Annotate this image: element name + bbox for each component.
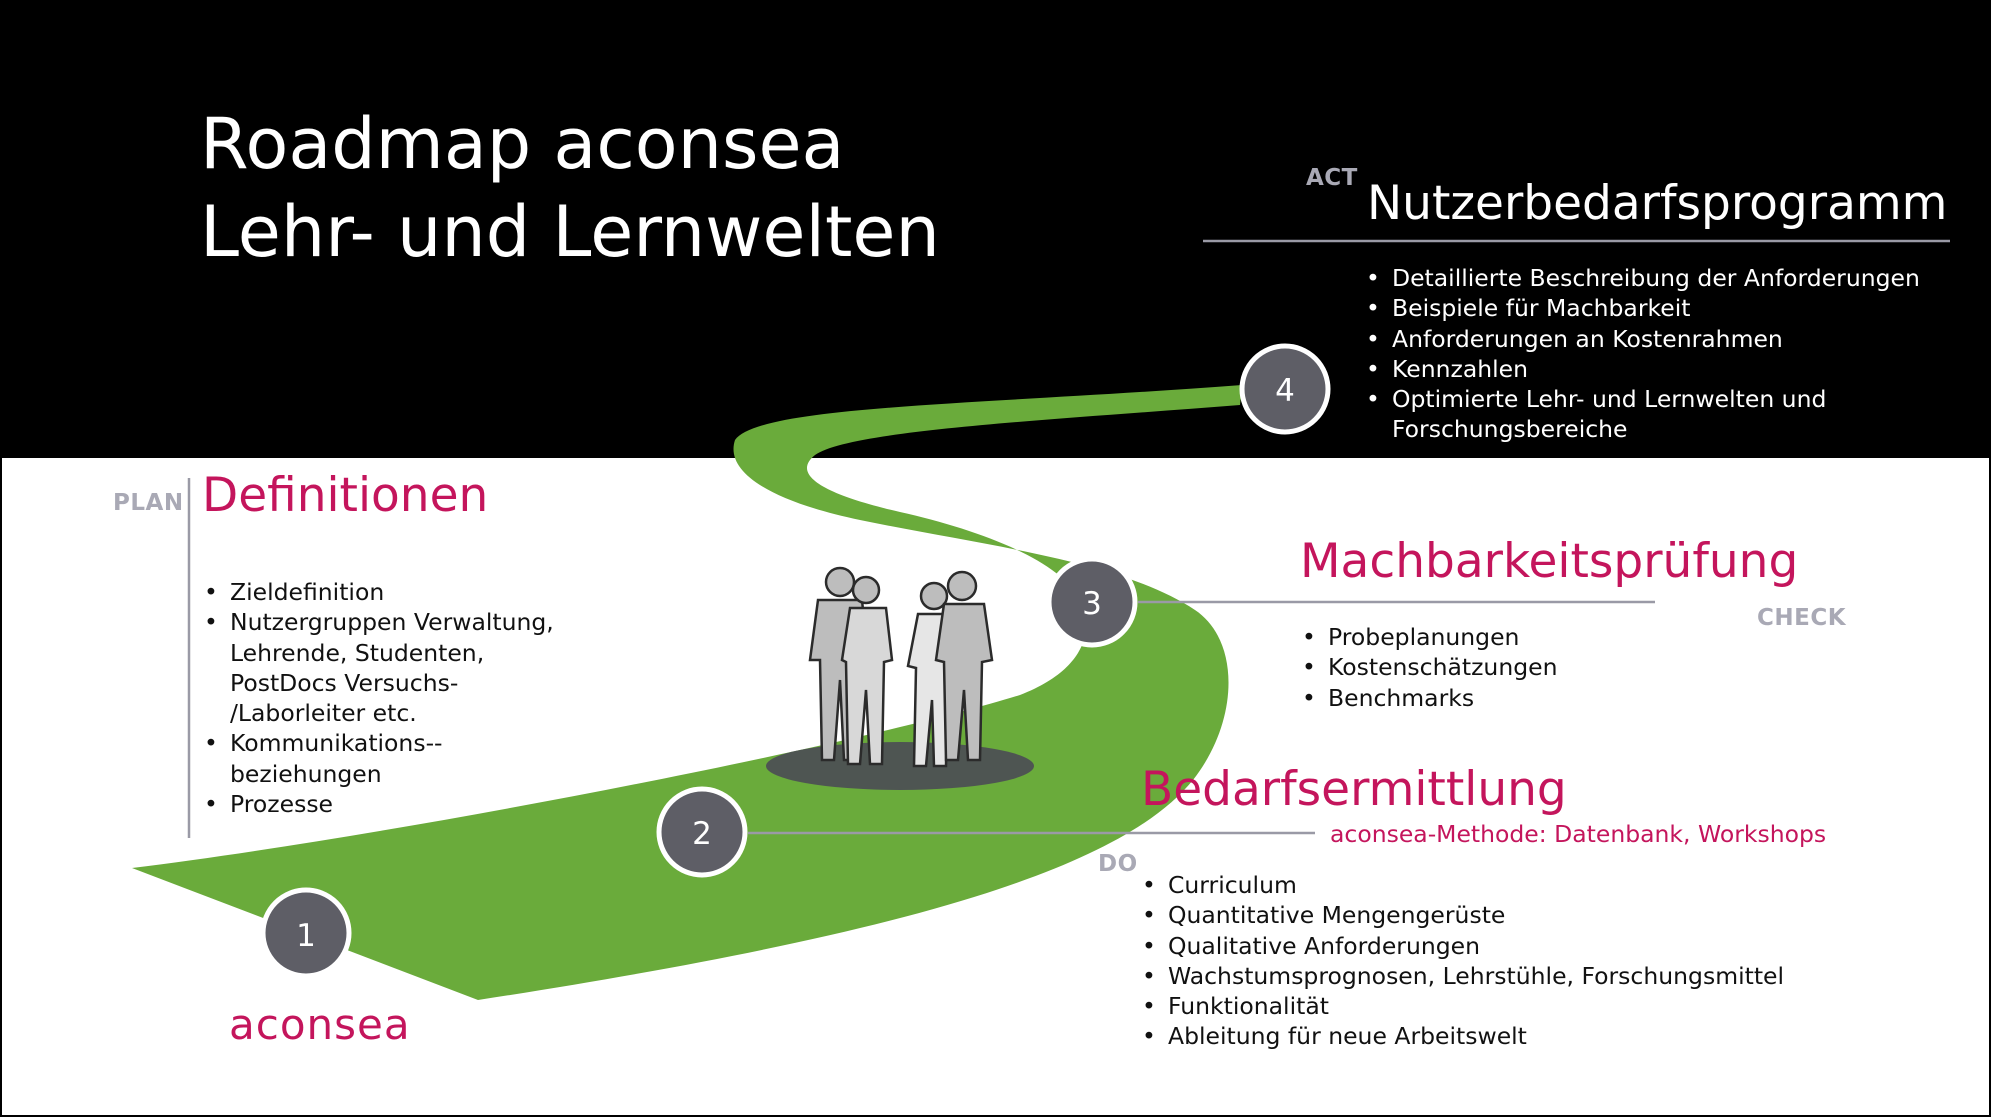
check-heading: Machbarkeitsprüfung (1300, 534, 1799, 589)
list-item: Funktionalität (1140, 991, 1784, 1022)
do-subtitle: aconsea-Methode: Datenbank, Workshops (1330, 820, 1827, 848)
list-item: Wachstumsprognosen, Lehrstühle, Forschun… (1140, 961, 1784, 992)
phase-label-plan: PLAN (113, 490, 184, 516)
act-heading: Nutzerbedarfsprogramm (1367, 176, 1948, 231)
plan-list: Zieldefinition Nutzergruppen Verwaltung,… (202, 577, 554, 820)
list-item: Anforderungen an Kostenrahmen (1364, 324, 1920, 355)
list-item: Nutzergruppen Verwaltung, (202, 607, 554, 638)
plan-heading: Definitionen (202, 468, 489, 523)
people-group-icon (808, 566, 994, 768)
list-item-continuation: PostDocs Versuchs- (230, 668, 459, 697)
list-item: Curriculum (1140, 870, 1784, 901)
list-item: Qualitative Anforderungen (1140, 931, 1784, 962)
list-item: Kommunikations-- (202, 728, 554, 759)
phase-label-check: CHECK (1757, 605, 1847, 631)
list-item-continuation: Forschungsbereiche (1392, 415, 1628, 444)
list-item: Prozesse (202, 789, 554, 820)
do-heading: Bedarfsermittlung (1141, 762, 1567, 817)
list-item: Quantitative Mengengerüste (1140, 900, 1784, 931)
svg-text:3: 3 (1082, 586, 1102, 622)
page-title-line-2: Lehr- und Lernwelten (200, 191, 940, 273)
act-list: Detaillierte Beschreibung der Anforderun… (1364, 263, 1920, 445)
list-item-continuation: beziehungen (230, 759, 382, 788)
svg-text:2: 2 (692, 816, 712, 852)
list-item-continuation: /Laborleiter etc. (230, 699, 417, 728)
list-item: Detaillierte Beschreibung der Anforderun… (1364, 263, 1920, 294)
page-title-line-1: Roadmap aconsea (200, 103, 845, 185)
do-list: Curriculum Quantitative Mengengerüste Qu… (1140, 870, 1784, 1052)
check-list: Probeplanungen Kostenschätzungen Benchma… (1300, 622, 1558, 713)
page-title: Roadmap aconsea Lehr- und Lernwelten (200, 100, 940, 276)
svg-text:1: 1 (296, 918, 316, 954)
list-item: Probeplanungen (1300, 622, 1558, 653)
stage-marker-3: 3 (1046, 556, 1138, 648)
stage-marker-2: 2 (656, 786, 748, 878)
list-item: Kennzahlen (1364, 354, 1920, 385)
road-path (132, 385, 1242, 1000)
list-item: Kostenschätzungen (1300, 652, 1558, 683)
phase-label-do: DO (1098, 851, 1138, 877)
list-item: Ableitung für neue Arbeitswelt (1140, 1021, 1784, 1052)
phase-label-act: ACT (1306, 165, 1358, 191)
list-item: Beispiele für Machbarkeit (1364, 293, 1920, 324)
stage-marker-4: 4 (1239, 343, 1331, 435)
list-item: Zieldefinition (202, 577, 554, 608)
list-item-continuation: Lehrende, Studenten, (230, 638, 485, 667)
aconsea-logo: aconsea (229, 1000, 411, 1049)
list-item: Optimierte Lehr- und Lernwelten und (1364, 384, 1920, 415)
people-shadow (766, 742, 1034, 790)
svg-text:4: 4 (1275, 373, 1295, 409)
list-item: Benchmarks (1300, 683, 1558, 714)
stage-marker-1: 1 (260, 887, 352, 979)
